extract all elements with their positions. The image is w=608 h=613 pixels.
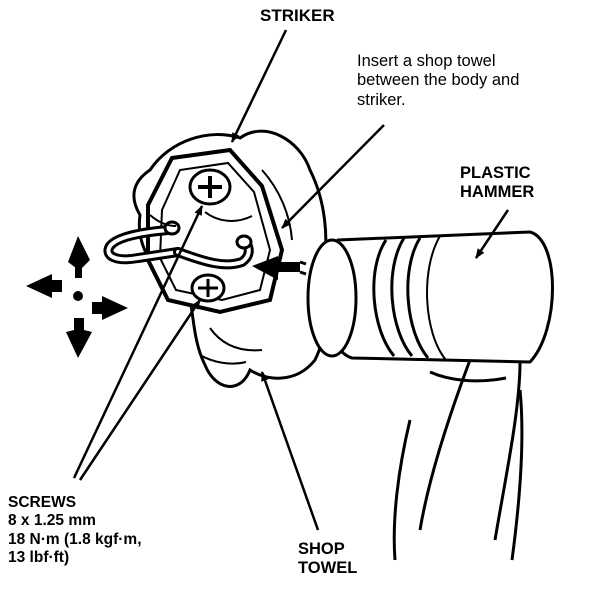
shop-towel-label: SHOP TOWEL: [298, 540, 357, 579]
striker-leader-line: [232, 30, 286, 143]
hammer-label-line-2: HAMMER: [460, 183, 535, 202]
screw-leader-line-upper: [74, 205, 202, 478]
four-way-arrow-icon: [26, 236, 128, 358]
screw-leader-line-lower: [80, 299, 200, 480]
plastic-hammer: [308, 232, 553, 560]
note-leader-line: [282, 125, 384, 228]
instruction-line-1: Insert a shop towel: [357, 52, 496, 70]
instruction-line-3: striker.: [357, 90, 406, 109]
plastic-hammer-label: PLASTIC HAMMER: [460, 164, 534, 203]
towel-label-line-1: SHOP: [298, 540, 345, 558]
screws-size: 8 x 1.25 mm: [8, 512, 96, 530]
hammer-leader-line: [476, 210, 508, 259]
upper-screw-icon: [190, 170, 230, 204]
screws-title: SCREWS: [8, 494, 77, 511]
screws-torque: 18 N·m (1.8 kgf·m,: [8, 530, 142, 548]
screws-label: SCREWS 8 x 1.25 mm 18 N·m (1.8 kgf·m, 13…: [8, 494, 142, 567]
screws-torque-imperial: 13 lbf·ft): [8, 548, 70, 566]
impact-arrow-icon: [252, 256, 306, 280]
shop-towel-instruction: Insert a shop towel between the body and…: [357, 52, 519, 110]
hammer-label-line-1: PLASTIC: [460, 164, 531, 182]
towel-leader-line: [262, 371, 318, 530]
striker-label: STRIKER: [260, 6, 335, 25]
instruction-line-2: between the body and: [357, 71, 520, 90]
towel-label-line-2: TOWEL: [298, 559, 358, 578]
lower-screw-icon: [192, 275, 224, 301]
